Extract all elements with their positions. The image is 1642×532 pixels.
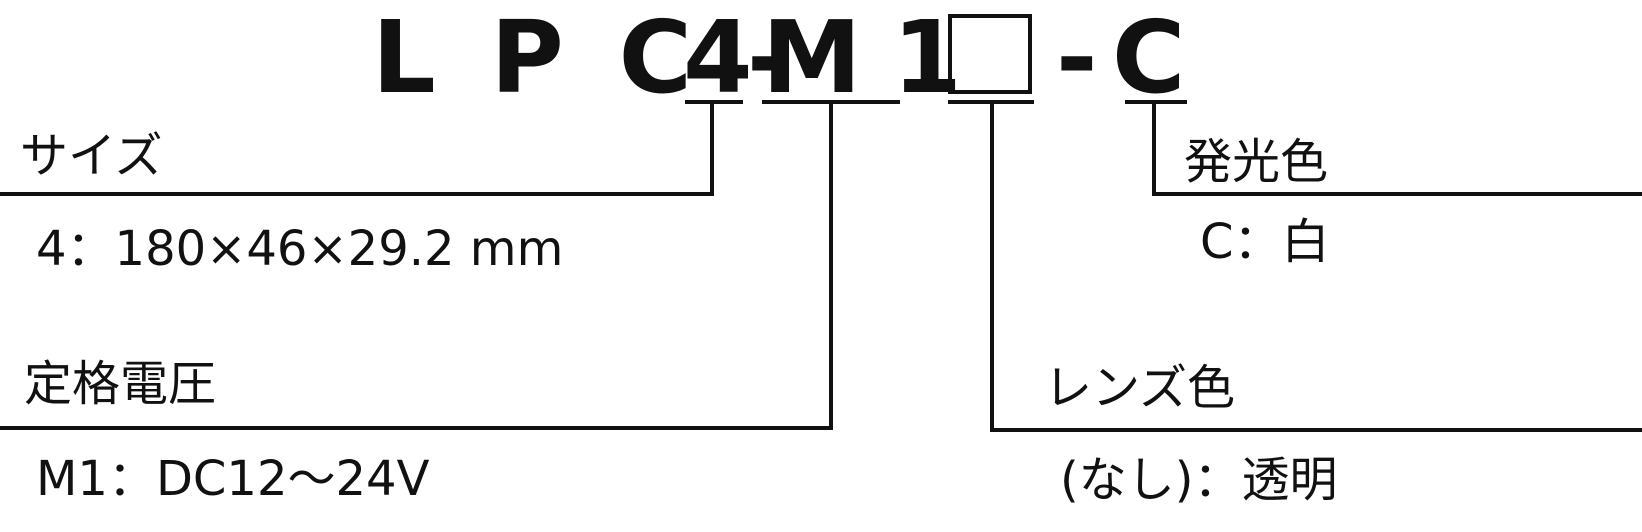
- lens-leader-vertical: [990, 100, 994, 432]
- color-code-underline: [1125, 100, 1187, 104]
- color-leader-horizontal: [1152, 192, 1642, 196]
- emission-color-value: C：白: [1200, 214, 1330, 270]
- voltage-leader-vertical: [829, 100, 833, 430]
- voltage-value: M1：DC12〜24V: [36, 451, 430, 507]
- color-leader-vertical: [1152, 100, 1156, 196]
- size-code-underline: [685, 100, 743, 104]
- lens-color-label: レンズ色: [1044, 360, 1236, 416]
- lens-color-value: (なし)：透明: [1060, 452, 1338, 508]
- size-label: サイズ: [20, 128, 163, 184]
- model-code-color: C: [1112, 0, 1186, 116]
- emission-color-label: 発光色: [1184, 134, 1329, 190]
- model-code-lens-placeholder: [948, 14, 1032, 94]
- voltage-label: 定格電圧: [24, 356, 217, 412]
- voltage-leader-horizontal: [0, 426, 833, 430]
- model-code-voltage: M 1: [762, 0, 962, 116]
- size-leader-vertical: [710, 100, 714, 195]
- lens-leader-horizontal: [990, 428, 1642, 432]
- size-value: 4：180×46×29.2 mm: [36, 221, 564, 277]
- size-leader-horizontal: [0, 192, 714, 196]
- model-code-dash: -: [1056, 0, 1098, 116]
- model-code-prefix: L P C -: [372, 0, 799, 116]
- model-code-size: 4: [683, 0, 753, 116]
